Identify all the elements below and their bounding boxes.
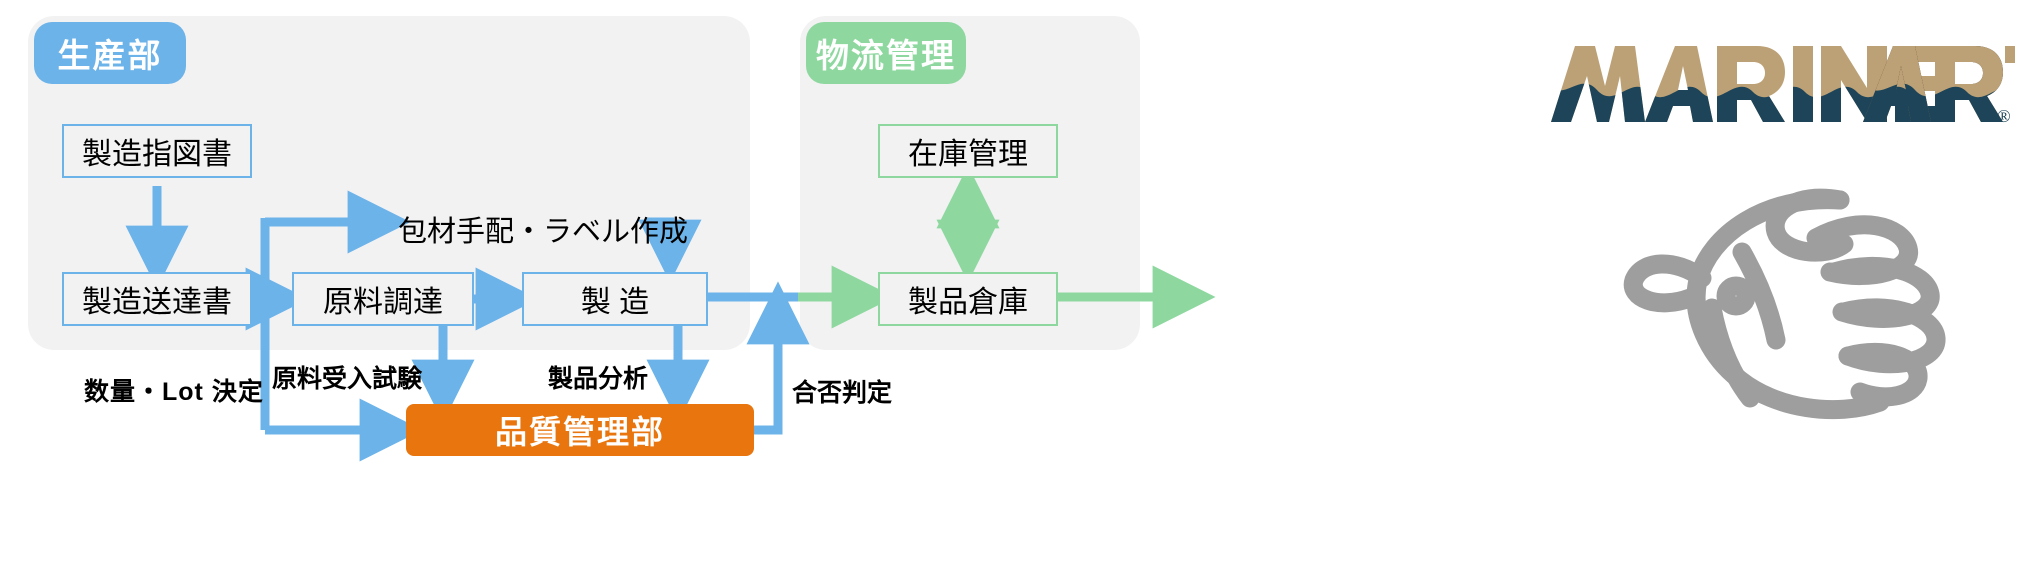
marine-art-wordmark: ®	[1551, 30, 2037, 126]
label-packaging-label-prep: 包材手配・ラベル作成	[398, 216, 689, 248]
label-quantity-lot-decision: 数量・Lot 決定	[84, 378, 264, 406]
box-manufacturing[interactable]: 製 造	[522, 272, 708, 326]
box-raw-material-procurement[interactable]: 原料調達	[292, 272, 474, 326]
box-quality-assurance[interactable]: 品質管理部	[406, 404, 754, 456]
marine-art-logo: ®	[1545, 30, 2037, 130]
arrow-qa-pass-fail-to-manufacturing	[746, 281, 810, 435]
panel-tab-production[interactable]: 生産部	[34, 22, 186, 84]
registered-trademark-mark: ®	[1997, 106, 2011, 126]
label-pass-fail-judgement: 合否判定	[792, 379, 893, 407]
box-inventory-control[interactable]: 在庫管理	[878, 124, 1058, 178]
box-product-warehouse[interactable]: 製品倉庫	[878, 272, 1058, 326]
label-product-analysis: 製品分析	[548, 365, 649, 393]
fish-line-drawing-icon	[1623, 188, 1946, 420]
label-raw-material-acceptance-test: 原料受入試験	[272, 365, 423, 393]
box-manufacturing-instruction[interactable]: 製造指図書	[62, 124, 252, 178]
box-manufacturing-delivery[interactable]: 製造送達書	[62, 272, 252, 326]
fish-illustration	[1590, 140, 2020, 420]
panel-tab-logistics[interactable]: 物流管理	[806, 22, 966, 84]
